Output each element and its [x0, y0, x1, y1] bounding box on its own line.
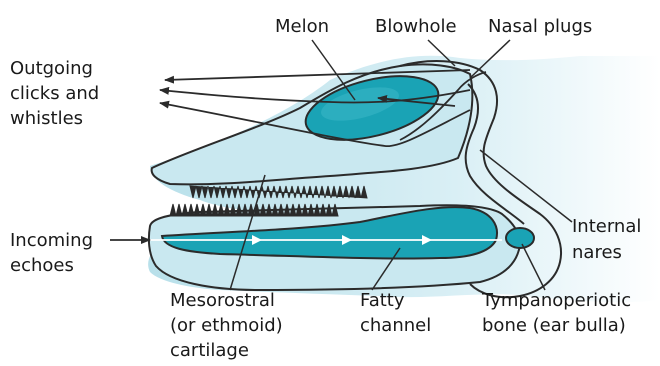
- label-incoming: Incoming echoes: [10, 230, 99, 276]
- label-outgoing: Outgoing clicks and whistles: [10, 58, 105, 129]
- ear-bulla: [506, 228, 534, 248]
- label-blowhole: Blowhole: [375, 16, 457, 37]
- label-nasal-plugs: Nasal plugs: [488, 16, 592, 37]
- label-tympanoperiotic: Tympanoperiotic bone (ear bulla): [481, 290, 637, 336]
- label-mesorostral: Mesorostral (or ethmoid) cartilage: [170, 290, 288, 361]
- label-melon: Melon: [275, 16, 329, 37]
